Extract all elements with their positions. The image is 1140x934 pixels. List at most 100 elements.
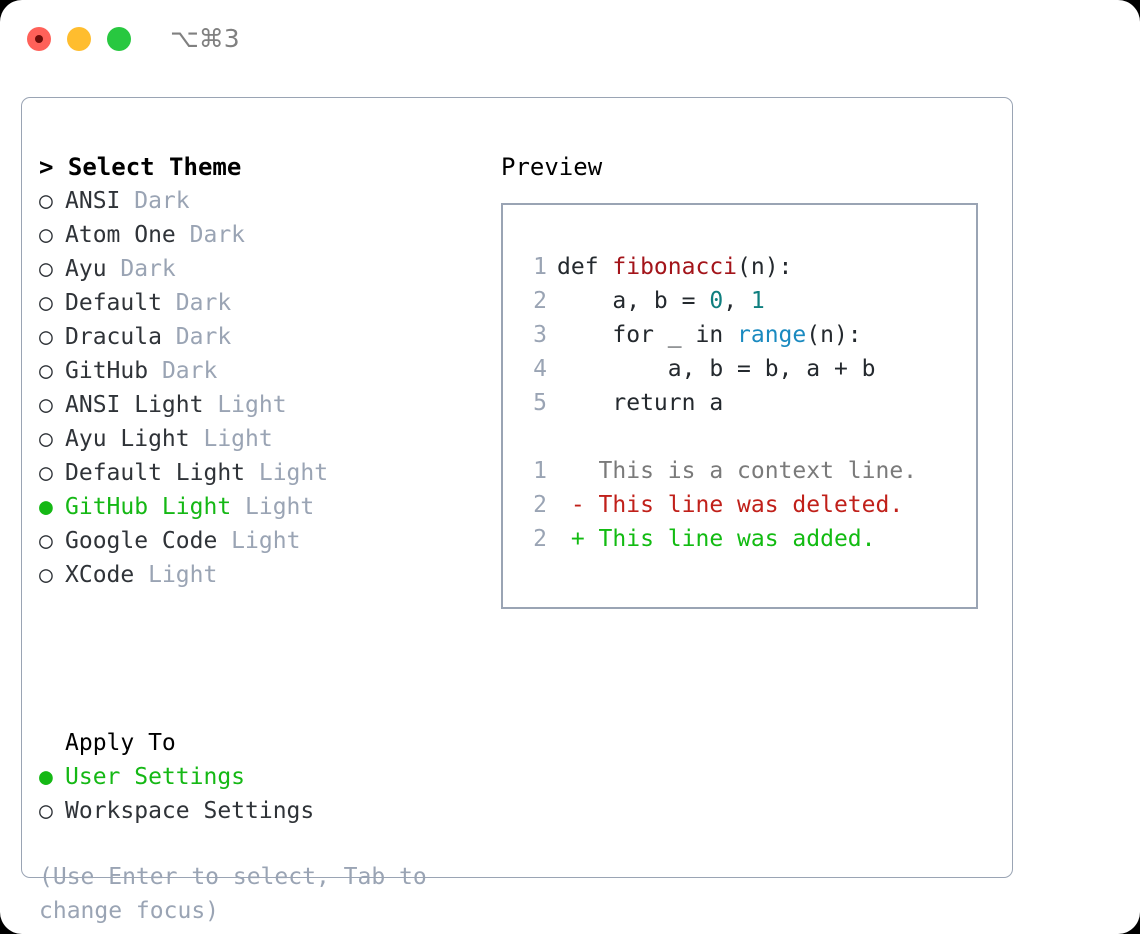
theme-list-item[interactable]: ○ Default Dark <box>39 286 469 320</box>
apply-to-heading: Apply To <box>65 730 176 756</box>
line-number: 4 <box>533 356 547 382</box>
theme-list-item[interactable]: ○ XCode Light <box>39 558 469 592</box>
theme-name-label: XCode <box>65 562 135 588</box>
title-bar: ⌥⌘3 <box>0 0 1140 78</box>
theme-kind-label: Dark <box>148 358 218 384</box>
line-number: 5 <box>533 390 547 416</box>
theme-list-item[interactable]: ○ Ayu Dark <box>39 252 469 286</box>
radio-unselected-icon: ○ <box>39 798 53 824</box>
line-number: 1 <box>533 254 547 280</box>
theme-kind-label: Light <box>203 392 287 418</box>
theme-name-label: Default Light <box>65 460 246 486</box>
radio-unselected-icon: ○ <box>39 358 53 384</box>
diff-line-text: - This line was deleted. <box>557 492 904 518</box>
theme-list-item[interactable]: ○Atom One Dark <box>39 218 469 252</box>
zoom-window-button[interactable] <box>107 27 131 51</box>
theme-name-label: ANSI <box>65 188 121 214</box>
code-line: 3 for _ in range(n): <box>503 318 976 352</box>
code-token: range <box>737 322 807 348</box>
radio-unselected-icon: ○ <box>39 426 53 452</box>
code-token: fibonacci <box>612 254 738 280</box>
theme-kind-label: Dark <box>175 222 246 248</box>
line-number: 2 <box>533 492 547 518</box>
radio-unselected-icon: ○ <box>39 290 53 316</box>
minimize-window-button[interactable] <box>67 27 91 51</box>
code-token: a, b = <box>557 288 710 314</box>
preview-heading: Preview <box>501 153 603 181</box>
theme-kind-label: Light <box>231 494 315 520</box>
radio-unselected-icon: ○ <box>39 460 53 486</box>
code-line: 4 a, b = b, a + b <box>503 352 976 386</box>
theme-kind-label: Dark <box>161 324 232 350</box>
diff-line-context: 1 This is a context line. <box>503 454 976 488</box>
line-number: 2 <box>533 288 547 314</box>
keyboard-hint-text: (Use Enter to select, Tab to change focu… <box>39 864 427 924</box>
select-theme-heading: > Select Theme <box>39 153 242 181</box>
theme-list-item[interactable]: ○ Google Code Light <box>39 524 469 558</box>
radio-selected-icon: ● <box>39 494 53 520</box>
theme-list-item[interactable]: ○ ANSI Light Light <box>39 388 469 422</box>
code-line: 1 def fibonacci(n): <box>503 250 976 284</box>
radio-unselected-icon: ○ <box>39 324 53 350</box>
theme-list-item[interactable]: ○ ANSI Dark <box>39 184 469 218</box>
diff-line-add: 2 + This line was added. <box>503 522 976 556</box>
close-window-button[interactable] <box>27 27 51 51</box>
line-number: 1 <box>533 458 547 484</box>
theme-list-item[interactable]: ○ Dracula Dark <box>39 320 469 354</box>
theme-kind-label: Light <box>134 562 218 588</box>
preview-panel-header: Preview <box>501 150 991 184</box>
radio-unselected-icon: ○ <box>39 256 53 282</box>
diff-line-text: + This line was added. <box>557 526 876 552</box>
diff-line-text: This is a context line. <box>557 458 918 484</box>
code-token: , <box>723 288 751 314</box>
apply-to-option-label: Workspace Settings <box>65 798 315 824</box>
radio-unselected-icon: ○ <box>39 392 53 418</box>
apply-to-option[interactable]: ○ Workspace Settings <box>39 794 469 828</box>
theme-name-label: Google Code <box>65 528 218 554</box>
theme-name-label: Dracula <box>65 324 162 350</box>
line-number: 3 <box>533 322 547 348</box>
diff-sample: 1 This is a context line. 2 - This line w… <box>503 454 976 556</box>
line-number: 2 <box>533 526 547 552</box>
theme-name-label: Ayu <box>65 256 107 282</box>
theme-name-label: GitHub <box>65 358 149 384</box>
code-token: (n): <box>737 254 793 280</box>
theme-kind-label: Dark <box>161 290 232 316</box>
code-token: def <box>557 254 613 280</box>
theme-selector-panel: > Select Theme ○ANSI Dark○Atom One Dark○… <box>39 150 469 592</box>
theme-kind-label: Dark <box>106 256 176 282</box>
code-token: for _ in <box>557 322 738 348</box>
theme-list: ○ANSI Dark○Atom One Dark○Ayu Dark○Defaul… <box>39 184 469 592</box>
apply-to-option[interactable]: ● User Settings <box>39 760 469 794</box>
theme-list-item[interactable]: ○ Ayu Light Light <box>39 422 469 456</box>
radio-unselected-icon: ○ <box>39 562 53 588</box>
theme-list-item[interactable]: ○ GitHub Dark <box>39 354 469 388</box>
theme-list-item[interactable]: ○ Default Light Light <box>39 456 469 490</box>
code-token: (n): <box>806 322 862 348</box>
apply-to-panel: Apply To ● User Settings ○ Workspace Settin… <box>39 726 469 828</box>
code-token: a, b = b, a + b <box>557 356 876 382</box>
radio-unselected-icon: ○ <box>39 528 53 554</box>
radio-unselected-icon: ○ <box>39 188 53 214</box>
code-line: 2 a, b = 0, 1 <box>503 284 976 318</box>
code-token: return a <box>557 390 724 416</box>
code-token: 1 <box>750 288 765 314</box>
theme-kind-label: Light <box>245 460 329 486</box>
theme-kind-label: Light <box>189 426 273 452</box>
apply-to-option-label: User Settings <box>65 764 246 790</box>
theme-name-label: Atom One <box>65 222 176 248</box>
theme-list-item[interactable]: ● GitHub Light Light <box>39 490 469 524</box>
theme-name-label: GitHub Light <box>65 494 232 520</box>
code-line: 5 return a <box>503 386 976 420</box>
theme-name-label: Default <box>65 290 162 316</box>
theme-name-label: ANSI Light <box>65 392 204 418</box>
theme-kind-label: Light <box>217 528 301 554</box>
radio-selected-icon: ● <box>39 764 53 790</box>
code-token: 0 <box>709 288 724 314</box>
main-content-frame: > Select Theme ○ANSI Dark○Atom One Dark○… <box>21 97 1013 924</box>
keyboard-shortcut-label: ⌥⌘3 <box>170 24 240 53</box>
theme-name-label: Ayu Light <box>65 426 190 452</box>
theme-kind-label: Dark <box>120 188 190 214</box>
